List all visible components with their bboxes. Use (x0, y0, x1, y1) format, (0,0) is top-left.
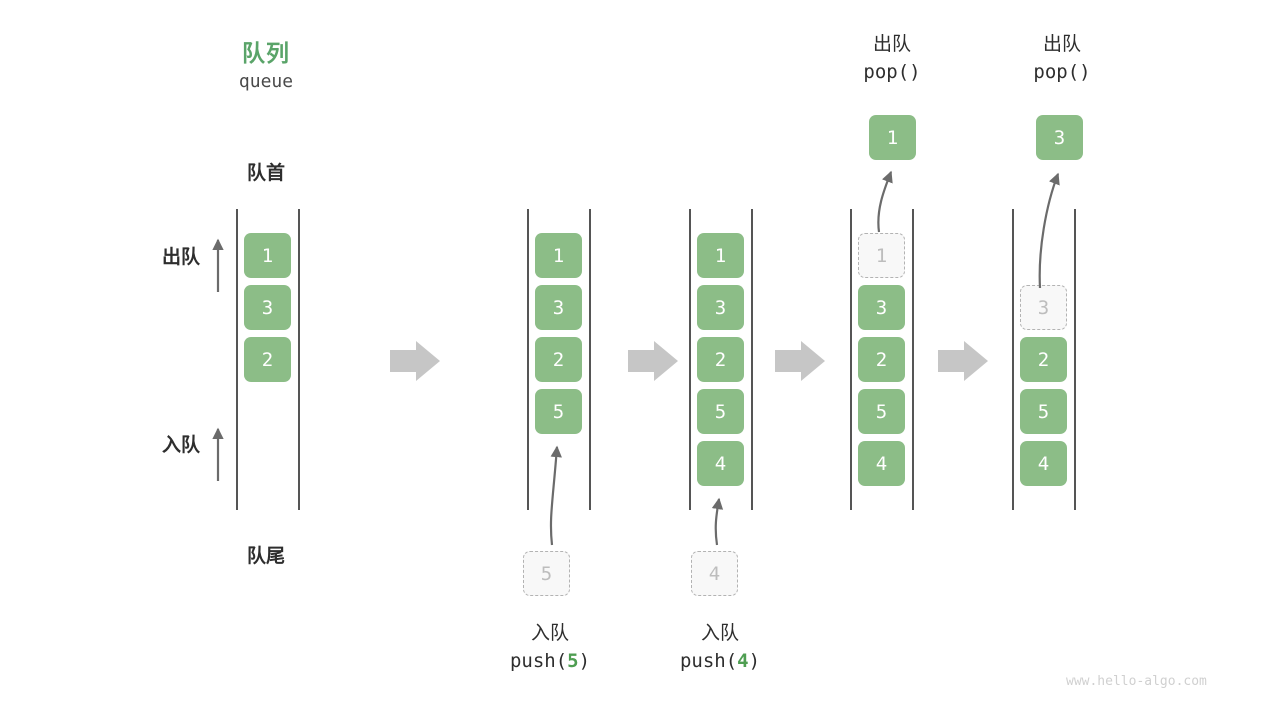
push-4-arrow (711, 497, 724, 546)
caption-code-prefix: push( (679, 649, 738, 672)
caption-cn: 出队 (1042, 33, 1081, 55)
stage-transition-arrow (938, 341, 988, 381)
queue-rail-left-stage1 (236, 209, 238, 510)
stage-caption-push-5: 入队 push(5) (460, 620, 640, 675)
queue-cell: 3 (697, 285, 744, 330)
queue-cell: 3 (858, 285, 905, 330)
pop-3-arrow (1038, 172, 1060, 289)
diagram-title-cn: 队列 (242, 41, 290, 67)
stage-caption-pop-3: 出队 pop() (972, 31, 1152, 86)
stage-transition-arrow (628, 341, 678, 381)
caption-code-suffix: ) (748, 649, 761, 672)
side-label-pop: 出队 (161, 246, 200, 268)
stage-transition-arrow (390, 341, 440, 381)
queue-rail-right-stage3 (751, 209, 753, 510)
caption-code-prefix: push( (509, 649, 568, 672)
queue-rail-right-stage1 (298, 209, 300, 510)
site-watermark: www.hello-algo.com (1066, 674, 1207, 689)
incoming-element-ghost: 5 (523, 551, 570, 596)
queue-back-label: 队尾 (246, 545, 285, 567)
queue-cell: 5 (1020, 389, 1067, 434)
caption-cn: 入队 (700, 622, 739, 644)
caption-cn: 出队 (872, 33, 911, 55)
caption-code: push(4) (630, 648, 810, 676)
side-label-push: 入队 (161, 434, 200, 456)
queue-cell: 2 (858, 337, 905, 382)
queue-cell: 1 (697, 233, 744, 278)
caption-code: push(5) (460, 648, 640, 676)
caption-code-suffix: ) (578, 649, 591, 672)
queue-cell: 2 (535, 337, 582, 382)
caption-cn: 入队 (530, 622, 569, 644)
caption-code-value: 4 (737, 649, 749, 672)
diagram-title-en: queue (238, 71, 294, 92)
queue-cell: 2 (244, 337, 291, 382)
caption-code: pop() (863, 60, 921, 83)
queue-cell: 2 (1020, 337, 1067, 382)
popped-element: 3 (1036, 115, 1083, 160)
stage-caption-pop-1: 出队 pop() (802, 31, 982, 86)
queue-rail-right-stage5 (1074, 209, 1076, 510)
queue-rail-left-stage5 (1012, 209, 1014, 510)
queue-cell: 4 (697, 441, 744, 486)
queue-cell: 5 (535, 389, 582, 434)
stage-caption-push-4: 入队 push(4) (630, 620, 810, 675)
queue-cell: 4 (858, 441, 905, 486)
pop-1-arrow (877, 170, 893, 233)
incoming-element-ghost: 4 (691, 551, 738, 596)
queue-cell-ghost: 1 (858, 233, 905, 278)
caption-code-value: 5 (567, 649, 579, 672)
queue-cell: 2 (697, 337, 744, 382)
queue-rail-left-stage2 (527, 209, 529, 510)
queue-rail-right-stage2 (589, 209, 591, 510)
popped-element: 1 (869, 115, 916, 160)
queue-rail-left-stage3 (689, 209, 691, 510)
push-5-arrow (549, 445, 562, 546)
queue-cell-ghost: 3 (1020, 285, 1067, 330)
queue-rail-left-stage4 (850, 209, 852, 510)
queue-cell: 3 (244, 285, 291, 330)
queue-cell: 3 (535, 285, 582, 330)
stage-transition-arrow (775, 341, 825, 381)
queue-cell: 1 (535, 233, 582, 278)
caption-code: pop() (1033, 60, 1091, 83)
queue-cell: 4 (1020, 441, 1067, 486)
queue-front-label: 队首 (246, 162, 285, 184)
queue-rail-right-stage4 (912, 209, 914, 510)
queue-cell: 5 (858, 389, 905, 434)
queue-cell: 5 (697, 389, 744, 434)
queue-cell: 1 (244, 233, 291, 278)
